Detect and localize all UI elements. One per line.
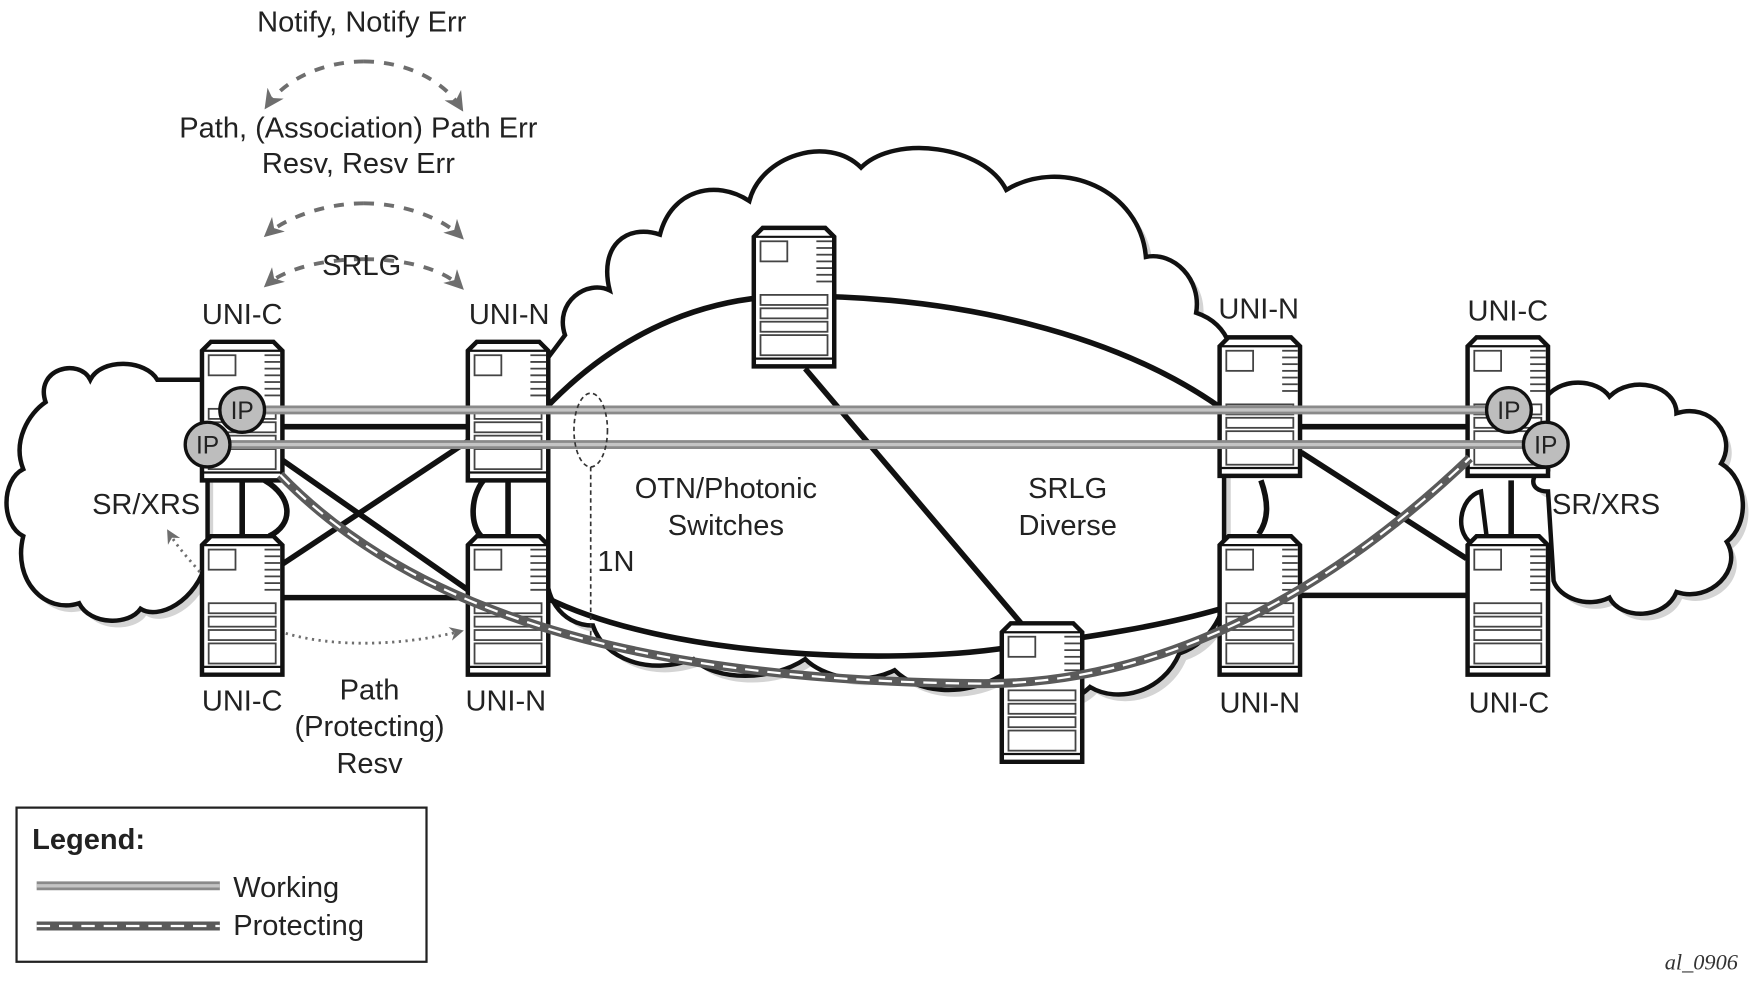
notify-label: Notify, Notify Err [257, 6, 466, 38]
node-label-uni-n-rb: UNI-N [1220, 688, 1301, 720]
core-label-2: Switches [668, 510, 784, 542]
ip-badge-right-2: IP [1521, 420, 1570, 469]
one-n-label: 1N [597, 546, 634, 578]
ip-badge-left-1: IP [218, 385, 267, 434]
node-label-uni-c-rb: UNI-C [1469, 688, 1550, 720]
left-cloud-label: SR/XRS [92, 489, 200, 521]
svg-text:IP: IP [1497, 398, 1520, 425]
srlg-signal-label: SRLG [322, 250, 401, 282]
protecting-signal-line1: Path [340, 674, 400, 706]
signaling-arrows [167, 59, 464, 645]
node-label-uni-n-rt: UNI-N [1218, 293, 1299, 325]
legend: Legend: Working Protecting [15, 806, 428, 963]
device-uni-c-left-bottom[interactable] [202, 536, 282, 675]
right-cloud-label: SR/XRS [1552, 489, 1660, 521]
svg-text:IP: IP [1534, 433, 1557, 460]
node-label-uni-c-rt: UNI-C [1467, 296, 1548, 328]
diverse-label-1: SRLG [1028, 473, 1107, 505]
node-label-uni-n-lt: UNI-N [469, 299, 550, 331]
ip-badge-right-1: IP [1484, 385, 1533, 434]
node-label-uni-c-lt: UNI-C [202, 299, 283, 331]
figure-id: al_0906 [1665, 950, 1739, 975]
legend-protecting-label: Protecting [233, 910, 364, 942]
legend-title: Legend: [32, 824, 145, 856]
protecting-signal-line2: (Protecting) [295, 711, 445, 743]
device-uni-n-right-bottom[interactable] [1220, 536, 1300, 675]
one-n-indicator: 1N [573, 392, 635, 639]
path-label: Path, (Association) Path Err [179, 112, 538, 144]
resv-label: Resv, Resv Err [262, 148, 455, 180]
legend-working-label: Working [233, 872, 339, 904]
node-label-uni-c-lb: UNI-C [202, 685, 283, 717]
device-uni-c-right-bottom[interactable] [1468, 536, 1548, 675]
core-label-1: OTN/Photonic [635, 473, 817, 505]
protecting-signal-line3: Resv [336, 748, 403, 780]
diverse-label-2: Diverse [1018, 510, 1116, 542]
working-paths [213, 405, 1541, 450]
svg-text:IP: IP [196, 433, 219, 460]
core-cloud [545, 145, 1239, 710]
device-core-bottom[interactable] [1002, 623, 1082, 762]
svg-text:IP: IP [231, 398, 254, 425]
ip-badge-left-2: IP [183, 420, 232, 469]
node-label-uni-n-lb: UNI-N [465, 685, 546, 717]
protecting-path [276, 454, 1473, 689]
device-core-top[interactable] [754, 228, 834, 367]
left-cloud [4, 361, 214, 628]
